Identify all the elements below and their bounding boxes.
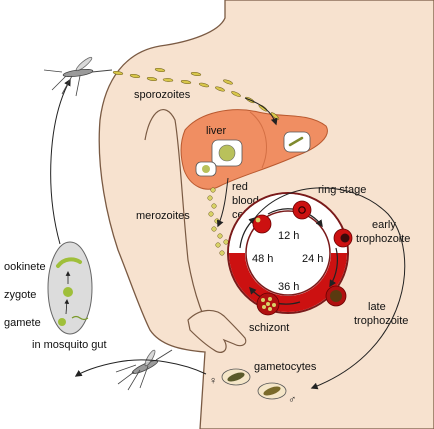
label-gametocytes: gametocytes — [254, 361, 317, 373]
zygote-shape — [63, 287, 73, 297]
merozoite-on-rbc — [255, 217, 261, 223]
cycle-time-24h: 24 h — [302, 253, 323, 265]
cycle-arrow-right — [329, 247, 339, 288]
merozoite-release-arrow — [216, 177, 229, 228]
liver-schizont — [218, 144, 236, 162]
label-red-blood-cell-line1: red — [232, 181, 248, 193]
female-gametocyte — [227, 372, 245, 382]
late-trophozoite-parasite — [330, 290, 342, 302]
liver-sporozoite — [288, 136, 304, 147]
mosquito-feeding-icon — [115, 349, 173, 391]
gamete-female — [58, 318, 66, 326]
ookinete-shape — [56, 257, 82, 268]
label-early-trophozoite-line2: trophozoite — [356, 233, 410, 245]
blood-cycle-red-band — [229, 253, 347, 312]
label-in-mosquito-gut: in mosquito gut — [32, 339, 107, 351]
cycle-time-12h: 12 h — [278, 230, 299, 242]
blood-cycle-inner-circle — [245, 210, 331, 296]
gut-to-mosquito-arrow — [50, 78, 71, 245]
male-gametocyte — [263, 386, 281, 396]
blood-cycle-upper-band — [229, 194, 347, 253]
gametocyte-pathway-arrow — [251, 187, 406, 390]
mosquito-biting-icon — [43, 56, 113, 97]
arm-inner-curve — [144, 109, 211, 331]
schizont-merozoites — [261, 297, 276, 311]
label-gamete: gamete — [4, 317, 41, 329]
label-late-trophozoite-line2: trophozoite — [354, 315, 408, 327]
label-merozoites: merozoites — [136, 210, 190, 222]
cycle-time-48h: 48 h — [252, 253, 273, 265]
cycle-time-36h: 36 h — [278, 281, 299, 293]
sporozoite-arrow — [244, 97, 278, 126]
rbc-ring-stage — [292, 200, 312, 220]
label-ookinete: ookinete — [4, 261, 46, 273]
label-late-trophozoite-line1: late — [368, 301, 386, 313]
label-sporozoites: sporozoites — [134, 89, 191, 101]
gut-arrow-up-1 — [64, 299, 70, 315]
gametocyte-uptake-arrow — [74, 359, 207, 377]
ring-parasite — [298, 206, 306, 214]
label-zygote: zygote — [4, 289, 36, 301]
female-symbol: ♀ — [209, 375, 217, 387]
early-trophozoite-parasite — [340, 233, 350, 243]
label-early-trophozoite-line1: early — [372, 219, 396, 231]
liver-lobe-shading — [249, 111, 267, 169]
gamete-male — [71, 315, 89, 321]
male-symbol: ♂ — [288, 394, 296, 406]
hand — [187, 309, 247, 353]
label-liver: liver — [206, 125, 227, 137]
liver-schizont — [202, 165, 210, 173]
liver — [180, 109, 328, 190]
label-schizont: schizont — [249, 322, 289, 334]
